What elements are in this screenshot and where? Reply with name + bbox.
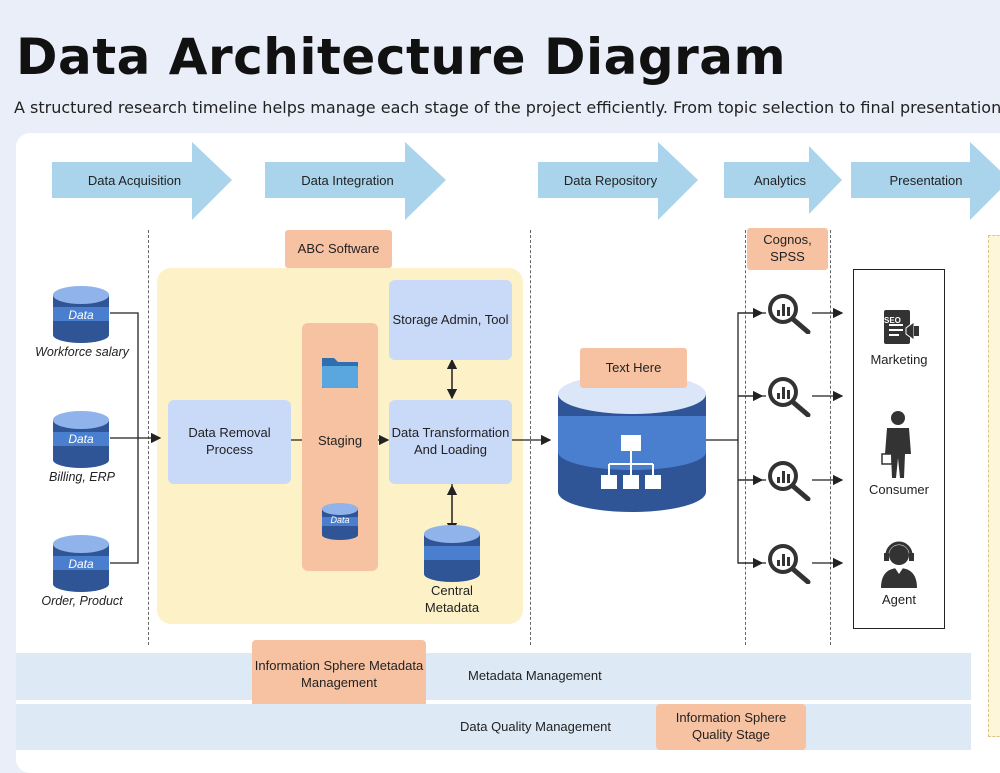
stage-label-repository: Data Repository xyxy=(563,172,658,188)
seo-marketing-icon xyxy=(884,310,919,344)
source-caption-workforce: Workforce salary xyxy=(35,345,129,359)
metadata-management-label: Metadata Management xyxy=(468,668,602,683)
stage-label-acquisition: Data Acquisition xyxy=(87,172,182,188)
metadata-management-band xyxy=(16,653,971,700)
divider-3 xyxy=(745,230,746,645)
database-label-order: Data xyxy=(68,557,94,571)
seo-label: SEO xyxy=(884,316,901,325)
stage-arrow-analytics xyxy=(724,146,842,214)
data-removal-box: Data Removal Process xyxy=(168,400,291,484)
page-subtitle: A structured research timeline helps man… xyxy=(14,98,1000,117)
analytics-search-icon-3 xyxy=(768,461,811,501)
stage-arrow-presentation xyxy=(851,142,1000,220)
analytics-search-icon-2 xyxy=(768,377,811,417)
folder-icon xyxy=(322,358,358,388)
divider-2 xyxy=(530,230,531,645)
stage-arrows xyxy=(52,142,1000,220)
source-caption-order: Order, Product xyxy=(41,594,123,608)
presentation-marketing: Marketing xyxy=(870,352,928,367)
source-caption-billing: Billing, ERP xyxy=(49,470,115,484)
consumer-icon xyxy=(881,411,911,478)
stage-arrow-integration xyxy=(265,142,446,220)
database-icon-billing xyxy=(53,411,109,468)
database-icon-order xyxy=(53,535,109,592)
stage-arrow-acquisition xyxy=(52,142,232,220)
data-quality-management-band xyxy=(16,704,971,750)
database-label-workforce: Data xyxy=(68,308,94,322)
data-quality-management-label: Data Quality Management xyxy=(460,719,612,734)
stage-label-analytics: Analytics xyxy=(753,172,807,188)
presentation-agent: Agent xyxy=(882,592,916,607)
analytics-search-icon-4 xyxy=(768,544,811,584)
information-sphere-metadata-tag: Information Sphere Metadata Management xyxy=(252,640,426,710)
database-label-billing: Data xyxy=(68,432,94,446)
data-transformation-box: Data Transformation And Loading xyxy=(389,400,512,484)
divider-4 xyxy=(830,230,831,645)
agent-icon xyxy=(881,541,917,588)
staging-database-icon xyxy=(322,503,358,540)
presentation-consumer: Consumer xyxy=(869,482,929,497)
analytics-search-icon-1 xyxy=(768,294,811,334)
cognos-spss-tag: Cognos, SPSS xyxy=(747,228,828,270)
repository-text-tag: Text Here xyxy=(580,348,687,388)
stage-label-presentation: Presentation xyxy=(889,172,963,188)
page-title: Data Architecture Diagram xyxy=(16,28,787,86)
repository-database-icon xyxy=(558,374,706,512)
stage-arrow-repository xyxy=(538,142,698,220)
information-sphere-quality-tag: Information Sphere Quality Stage xyxy=(656,704,806,750)
metadata-database-icon xyxy=(424,525,480,582)
storage-admin-box: Storage Admin, Tool xyxy=(389,280,512,360)
stage-label-integration: Data Integration xyxy=(301,172,394,188)
staging-label: Staging xyxy=(317,433,363,448)
central-metadata-label: Central Metadata xyxy=(424,583,480,615)
connectors xyxy=(110,307,844,569)
abc-software-tag: ABC Software xyxy=(285,230,392,268)
database-icon-workforce xyxy=(53,286,109,343)
partial-side-box xyxy=(988,235,1000,737)
staging-database-label: Data xyxy=(330,515,350,525)
